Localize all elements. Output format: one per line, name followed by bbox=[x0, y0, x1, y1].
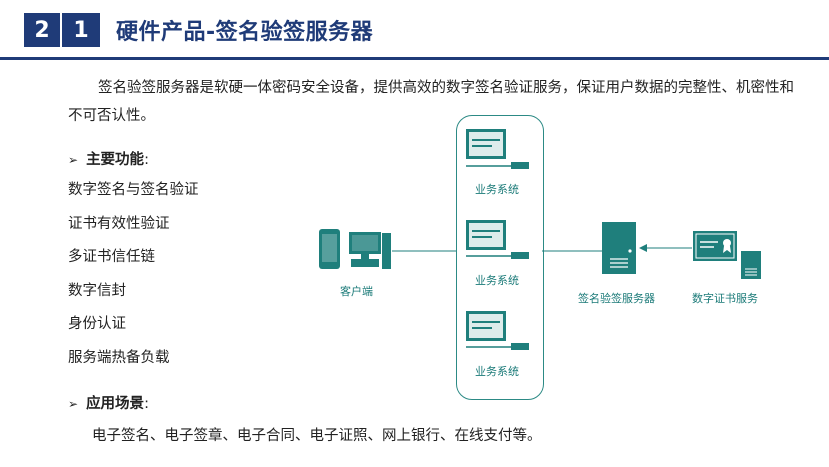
business-system-icon bbox=[466, 129, 529, 169]
feature-item: 数字信封 bbox=[68, 282, 126, 299]
desktop-computer-icon bbox=[349, 232, 391, 269]
feature-item: 服务端热备负载 bbox=[68, 349, 170, 366]
feature-list: 数字签名与签名验证 证书有效性验证 多证书信任链 数字信封 身份认证 服务端热备… bbox=[68, 177, 199, 379]
intro-paragraph: 签名验签服务器是软硬一体密码安全设备，提供高效的数字签名验证服务，保证用户数据的… bbox=[68, 80, 794, 124]
business-system-label: 业务系统 bbox=[475, 365, 519, 378]
slide-title: 硬件产品-签名验签服务器 bbox=[116, 20, 374, 45]
arrow-left-icon bbox=[639, 244, 647, 252]
feature-item: 多证书信任链 bbox=[68, 249, 155, 266]
features-heading: ➢ 主要功能: bbox=[68, 148, 149, 169]
scenarios-heading-colon: : bbox=[144, 396, 149, 412]
scenarios-heading: ➢ 应用场景: bbox=[68, 392, 149, 413]
header-divider bbox=[0, 57, 829, 60]
feature-item: 数字签名与签名验证 bbox=[68, 182, 199, 198]
server-tower-icon bbox=[741, 251, 761, 279]
business-system-icon bbox=[466, 311, 529, 350]
arrow-bullet-icon: ➢ bbox=[68, 397, 79, 411]
certificate-icon bbox=[693, 231, 737, 261]
business-system-icon bbox=[466, 220, 529, 259]
business-systems-frame bbox=[456, 115, 544, 400]
section-number-box: 2 bbox=[24, 13, 60, 47]
phone-icon bbox=[319, 229, 340, 269]
subsection-number-box: 1 bbox=[62, 13, 100, 47]
features-heading-text: 主要功能 bbox=[86, 152, 145, 168]
server-tower-icon bbox=[602, 222, 636, 274]
features-heading-colon: : bbox=[144, 152, 149, 168]
arrow-bullet-icon: ➢ bbox=[68, 153, 79, 167]
cert-service-label: 数字证书服务 bbox=[692, 292, 758, 305]
scenarios-text: 电子签名、电子签章、电子合同、电子证照、网上银行、在线支付等。 bbox=[92, 428, 542, 444]
feature-item: 身份认证 bbox=[68, 316, 126, 333]
business-system-label: 业务系统 bbox=[475, 274, 519, 287]
scenarios-heading-text: 应用场景 bbox=[86, 396, 145, 412]
slide-header: 2 1 硬件产品-签名验签服务器 bbox=[0, 0, 829, 60]
feature-item: 证书有效性验证 bbox=[68, 215, 170, 232]
client-label: 客户端 bbox=[340, 285, 373, 298]
server-label: 签名验签服务器 bbox=[578, 292, 655, 305]
business-system-label: 业务系统 bbox=[475, 183, 519, 196]
